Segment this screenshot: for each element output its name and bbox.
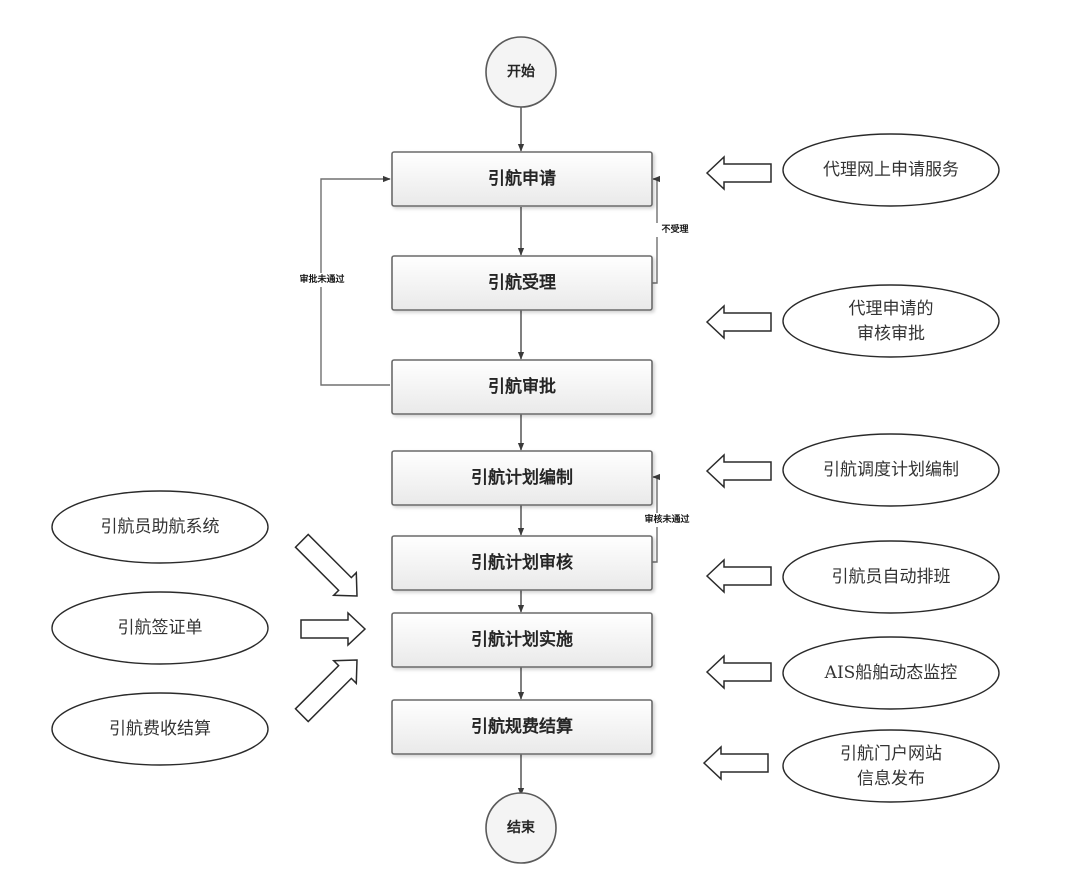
step-review: 引航计划审核 [391, 535, 653, 591]
step-label: 引航计划编制 [471, 467, 573, 488]
support-label-line1: 代理申请的 [849, 299, 934, 319]
support-label-line2: 信息发布 [857, 769, 925, 789]
support-label-line2: 审核审批 [857, 324, 925, 344]
support-pilot-certificate: 引航签证单 [51, 591, 367, 665]
step-accept: 引航受理 [391, 255, 653, 311]
support-online-application: 代理网上申请服务 [705, 133, 1000, 207]
left-block-arrow-icon [705, 654, 772, 690]
start-label: 开始 [507, 63, 535, 80]
support-dispatch-planning: 引航调度计划编制 [705, 433, 1000, 507]
end-label: 结束 [507, 819, 536, 836]
up-right-block-arrow-icon [294, 659, 358, 723]
support-label: 代理网上申请服务 [823, 160, 959, 180]
step-label: 引航规费结算 [471, 716, 573, 737]
step-label: 引航审批 [488, 376, 556, 397]
start-terminal: 开始 [485, 36, 557, 108]
left-block-arrow-icon [705, 155, 772, 191]
step-label: 引航受理 [488, 272, 556, 293]
loop-label-approval-failed: 审批未通过 [299, 273, 344, 285]
step-plan: 引航计划编制 [391, 450, 653, 506]
left-supports: 引航员助航系统 引航签证单 引航费收结算 [51, 490, 367, 766]
support-label: 引航费收结算 [109, 719, 211, 739]
support-portal-publishing: 引航门户网站 信息发布 [702, 729, 1000, 803]
support-fee-settlement: 引航费收结算 [51, 659, 358, 766]
support-label: 引航签证单 [118, 618, 203, 638]
step-label: 引航计划实施 [471, 629, 573, 650]
step-label: 引航计划审核 [471, 552, 573, 573]
step-approve: 引航审批 [391, 359, 653, 415]
down-right-block-arrow-icon [294, 533, 358, 597]
end-terminal: 结束 [485, 792, 557, 864]
step-execute: 引航计划实施 [391, 612, 653, 668]
right-block-arrow-icon [300, 611, 367, 647]
support-label: 引航员自动排班 [832, 567, 951, 587]
support-label: 引航调度计划编制 [823, 460, 959, 480]
loop-connectors: 不受理 审批未通过 审核未通过 [293, 175, 698, 563]
left-block-arrow-icon [702, 745, 769, 781]
process-steps: 引航申请 引航受理 引航审批 引航计划编制 引航计划审核 引航计划实施 引航规费… [391, 151, 653, 755]
support-ais-monitoring: AIS船舶动态监控 [705, 636, 1000, 710]
support-label-line1: 引航门户网站 [840, 744, 942, 764]
support-agent-review: 代理申请的 审核审批 [705, 284, 1000, 358]
support-auto-scheduling: 引航员自动排班 [705, 540, 1000, 614]
right-supports: 代理网上申请服务 代理申请的 审核审批 引航调度计划编制 引航员自动排班 AIS… [702, 133, 1000, 803]
step-label: 引航申请 [488, 168, 556, 189]
loop-label-not-accepted: 不受理 [661, 223, 688, 235]
step-apply: 引航申请 [391, 151, 653, 207]
support-pilot-navigation: 引航员助航系统 [51, 490, 358, 597]
left-block-arrow-icon [705, 453, 772, 489]
support-label: AIS船舶动态监控 [824, 663, 958, 683]
step-settle: 引航规费结算 [391, 699, 653, 755]
support-label: 引航员助航系统 [101, 517, 220, 537]
left-block-arrow-icon [705, 558, 772, 594]
loop-label-review-failed: 审核未通过 [644, 513, 689, 525]
left-block-arrow-icon [705, 304, 772, 340]
